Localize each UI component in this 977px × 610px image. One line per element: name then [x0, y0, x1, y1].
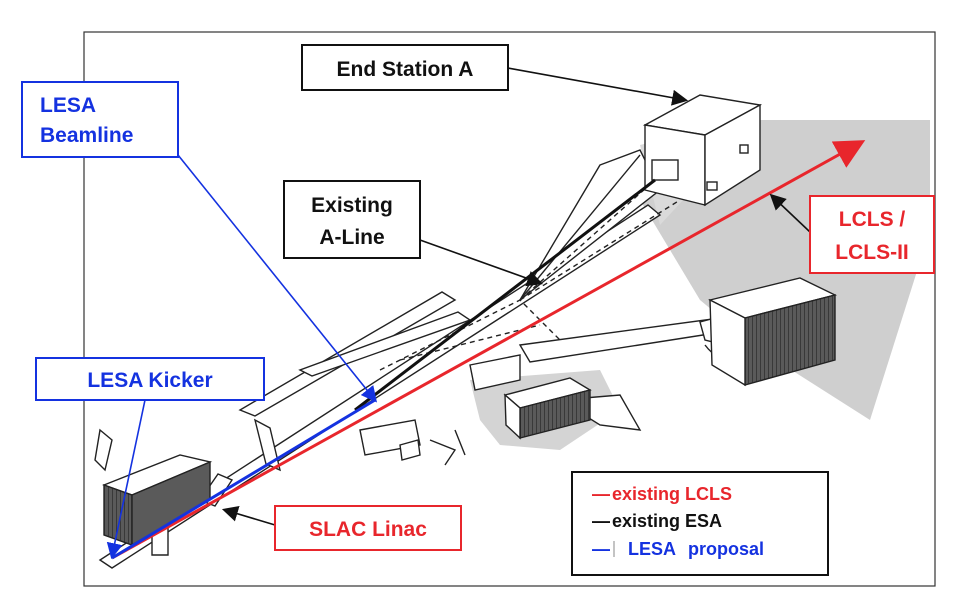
end-station-a-label: End Station A: [337, 58, 474, 81]
legend-esa-text: existing ESA: [612, 511, 722, 531]
slac-linac-label: SLAC Linac: [309, 518, 427, 541]
legend-esa-dash: —: [592, 511, 610, 531]
legend-lesa-dash: —: [592, 539, 610, 559]
legend: — existing LCLS — existing ESA — LESA pr…: [571, 471, 829, 576]
label-slac-linac: SLAC Linac: [274, 505, 462, 551]
label-existing-aline: Existing A-Line: [283, 180, 421, 259]
label-lesa-beamline: LESA Beamline: [21, 81, 179, 158]
legend-lesa-text2: proposal: [688, 539, 764, 559]
beamlines: [111, 140, 866, 560]
lesa-kicker-label: LESA Kicker: [87, 369, 212, 392]
label-lcls: LCLS / LCLS-II: [809, 195, 935, 274]
existing-aline-label-line2: A-Line: [319, 226, 384, 249]
existing-aline-label-line1: Existing: [311, 194, 393, 217]
lesa-beamline-label-line1: LESA: [40, 94, 96, 117]
lcls-line: [111, 140, 866, 560]
legend-lcls-text: existing LCLS: [612, 484, 732, 504]
label-lesa-kicker: LESA Kicker: [35, 357, 265, 401]
existing-esa-line: [354, 178, 656, 412]
lesa-line: [111, 398, 376, 560]
legend-lcls-dash: —: [592, 484, 610, 504]
legend-lesa-text: LESA: [628, 539, 676, 559]
lcls-label-line1: LCLS /: [839, 208, 906, 231]
callout-leaders: [106, 67, 811, 560]
label-end-station-a: End Station A: [301, 44, 509, 91]
lesa-beamline-label-line2: Beamline: [40, 124, 133, 147]
lcls-label-line2: LCLS-II: [835, 241, 909, 264]
